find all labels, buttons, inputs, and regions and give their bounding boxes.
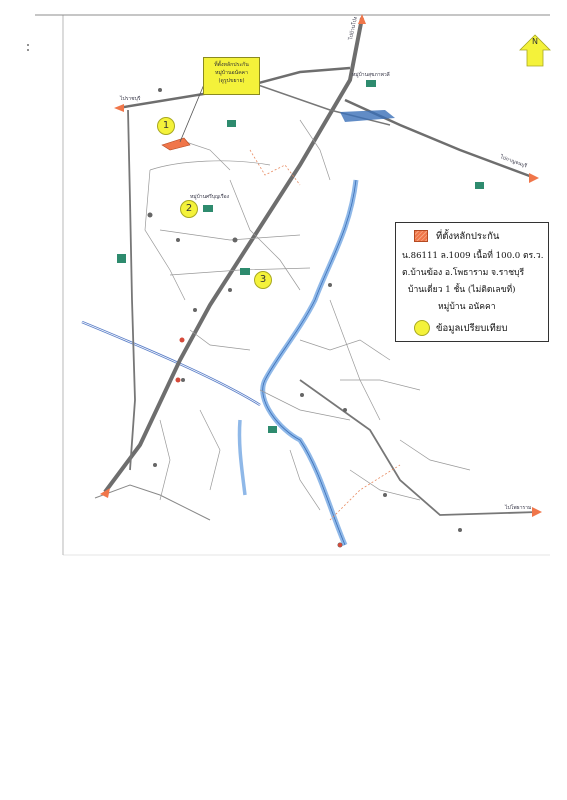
landmark-dots [175, 337, 342, 547]
dashed-route [249, 149, 301, 186]
collateral-site [161, 137, 191, 151]
road-end-east [529, 173, 539, 183]
legend-location-line: ต.บ้านฆ้อง อ.โพธาราม จ.ราชบุรี [402, 268, 525, 278]
north-arrow-icon [519, 34, 551, 67]
comparable-marker-3: 3 [254, 271, 272, 289]
village-icons [117, 80, 484, 433]
callout-line: หมู่บ้านอนัคคา [214, 70, 249, 76]
legend-building-line: บ้านเดี่ยว 1 ชั้น (ไม่ติดเลขที่) [408, 285, 516, 295]
comparable-dot-icon [414, 320, 430, 336]
legend-comparables-label: ข้อมูลเปรียบเทียบ [436, 323, 508, 334]
road-southeast [299, 379, 539, 516]
legend-village-line: หมู่บ้าน อนัคคา [438, 302, 496, 312]
legend-deed-line: น.86111 ล.1009 เนื้อที่ 100.0 ตร.ว. [402, 251, 544, 261]
road-label: ไปราชบุรี [119, 95, 141, 102]
road-end-southwest [100, 488, 110, 498]
railway [81, 320, 261, 407]
road-label: ไปโพธาราม [504, 504, 531, 511]
comparable-marker-1: 1 [157, 117, 175, 135]
dashed-route-2 [329, 464, 401, 521]
river-branch [237, 419, 247, 496]
margin-mark [27, 49, 29, 51]
map-legend: ที่ตั้งหลักประกัน น.86111 ล.1009 เนื้อที… [395, 222, 549, 342]
callout-leader [179, 81, 206, 143]
comparable-marker-2: 2 [180, 200, 198, 218]
road-label: หมู่บ้านสุขภาพวลี [352, 71, 390, 78]
callout-line: (ดูรูปขยาย) [218, 78, 245, 84]
minor-roads [144, 119, 471, 511]
road-end-west [114, 104, 124, 112]
collateral-swatch-icon [414, 230, 428, 242]
north-arrow-label: N [532, 37, 538, 46]
callout-line: ที่ตั้งหลักประกัน [214, 62, 249, 68]
district-block [340, 110, 395, 122]
road-label: หมู่บ้านศรีบุญเรือง [190, 193, 230, 200]
road-west [117, 66, 351, 110]
road-end-southeast [532, 507, 542, 517]
highway-main [103, 17, 364, 494]
railway-inner [81, 321, 261, 406]
road-west-vertical [127, 109, 136, 471]
collateral-callout: ที่ตั้งหลักประกัน หมู่บ้านอนัคคา (ดูรูปข… [203, 57, 260, 95]
legend-collateral-label: ที่ตั้งหลักประกัน [436, 231, 500, 242]
river-outline [262, 179, 357, 546]
road-end-north [358, 14, 366, 24]
margin-mark [27, 44, 29, 46]
road-southwest [94, 484, 211, 521]
